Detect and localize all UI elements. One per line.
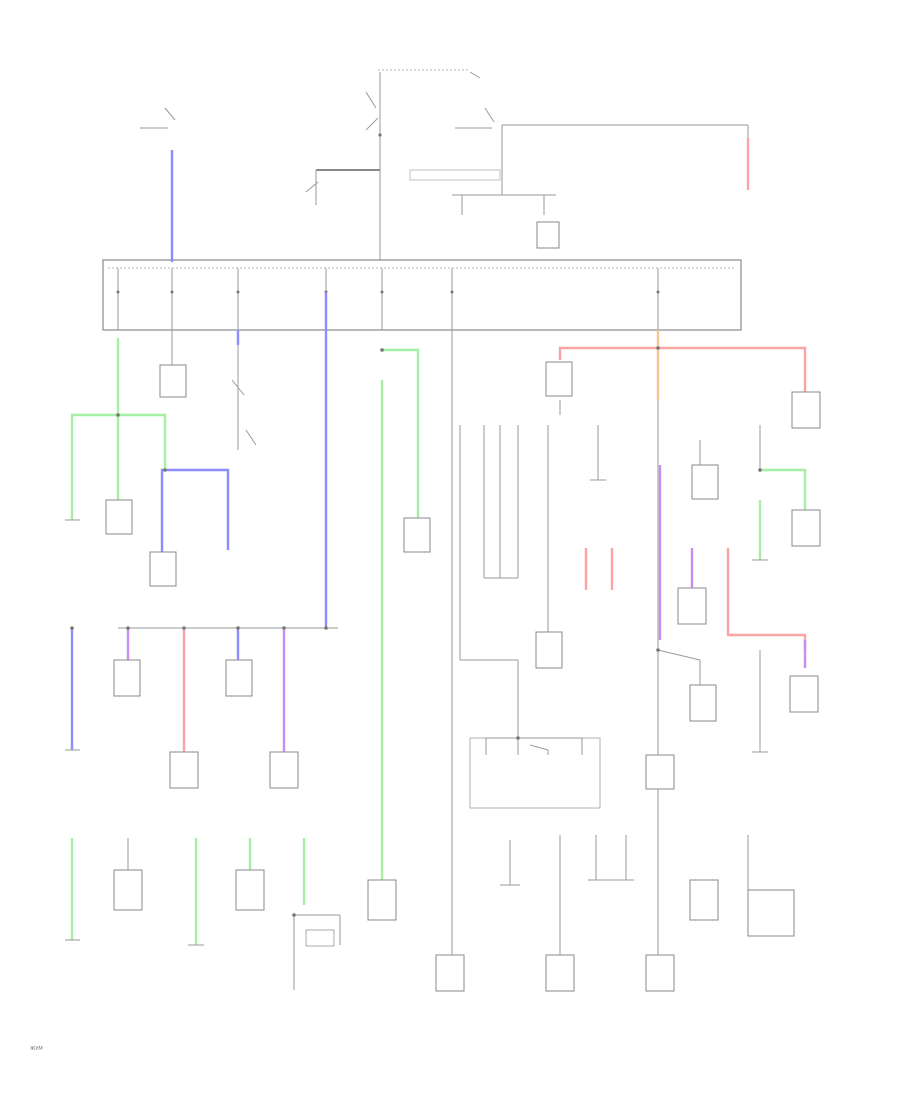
component-box-right-2 <box>689 684 717 722</box>
left-switch-blade <box>164 107 176 121</box>
top-switch-blade <box>469 71 481 79</box>
red-wire-right <box>726 548 807 650</box>
junctions <box>70 346 762 917</box>
colored-wires <box>70 138 807 945</box>
component-box-right-1 <box>691 464 719 500</box>
component-bottom-row-2 <box>545 954 575 992</box>
component-box-3 <box>149 551 177 587</box>
fuse-block <box>102 259 742 331</box>
component-box-low-1 <box>113 659 141 697</box>
component-relay-right-2 <box>791 509 821 547</box>
component-relay-1 <box>159 364 187 398</box>
component-bottom-row-3 <box>645 954 675 992</box>
combination-meter-frame <box>469 737 601 809</box>
component-bottom-row-1 <box>435 954 465 992</box>
ign-switch-blade <box>365 91 377 109</box>
component-relay-red <box>545 361 573 397</box>
green-wire-mid <box>382 348 420 518</box>
acc-switch-blade <box>365 117 379 131</box>
component-box-far-right <box>789 675 819 713</box>
neutral-switch-label-box <box>409 169 501 181</box>
component-fuel-pump <box>747 889 795 937</box>
component-box-bottom-2 <box>235 869 265 911</box>
component-box-low-3 <box>169 751 199 789</box>
start-switch-blade <box>484 107 495 123</box>
component-box-bottom-1 <box>113 869 143 911</box>
component-horn-relay <box>105 499 133 535</box>
component-box-low-5 <box>645 754 675 790</box>
component-box-bottom-4 <box>367 879 397 921</box>
component-box-low-2 <box>225 659 253 697</box>
component-horn <box>677 587 707 625</box>
component-boxes <box>105 361 821 992</box>
fuse-block-box <box>102 259 742 331</box>
starter-relay-box <box>536 221 560 249</box>
component-relay-right <box>791 391 821 429</box>
component-cluster <box>403 517 431 553</box>
component-box-low-4 <box>269 751 299 789</box>
page-code: ЖУМ <box>30 1046 43 1052</box>
component-box-bottom-5 <box>689 879 719 921</box>
relay-contact <box>305 181 319 193</box>
blue-wire-bend <box>160 468 230 560</box>
top-switch-section <box>140 69 749 330</box>
red-wire-top <box>558 346 807 392</box>
component-box-bottom-3 <box>305 929 335 947</box>
gray-wiring <box>65 330 768 990</box>
component-box-mid <box>535 631 563 669</box>
green-wire-right <box>760 468 807 510</box>
